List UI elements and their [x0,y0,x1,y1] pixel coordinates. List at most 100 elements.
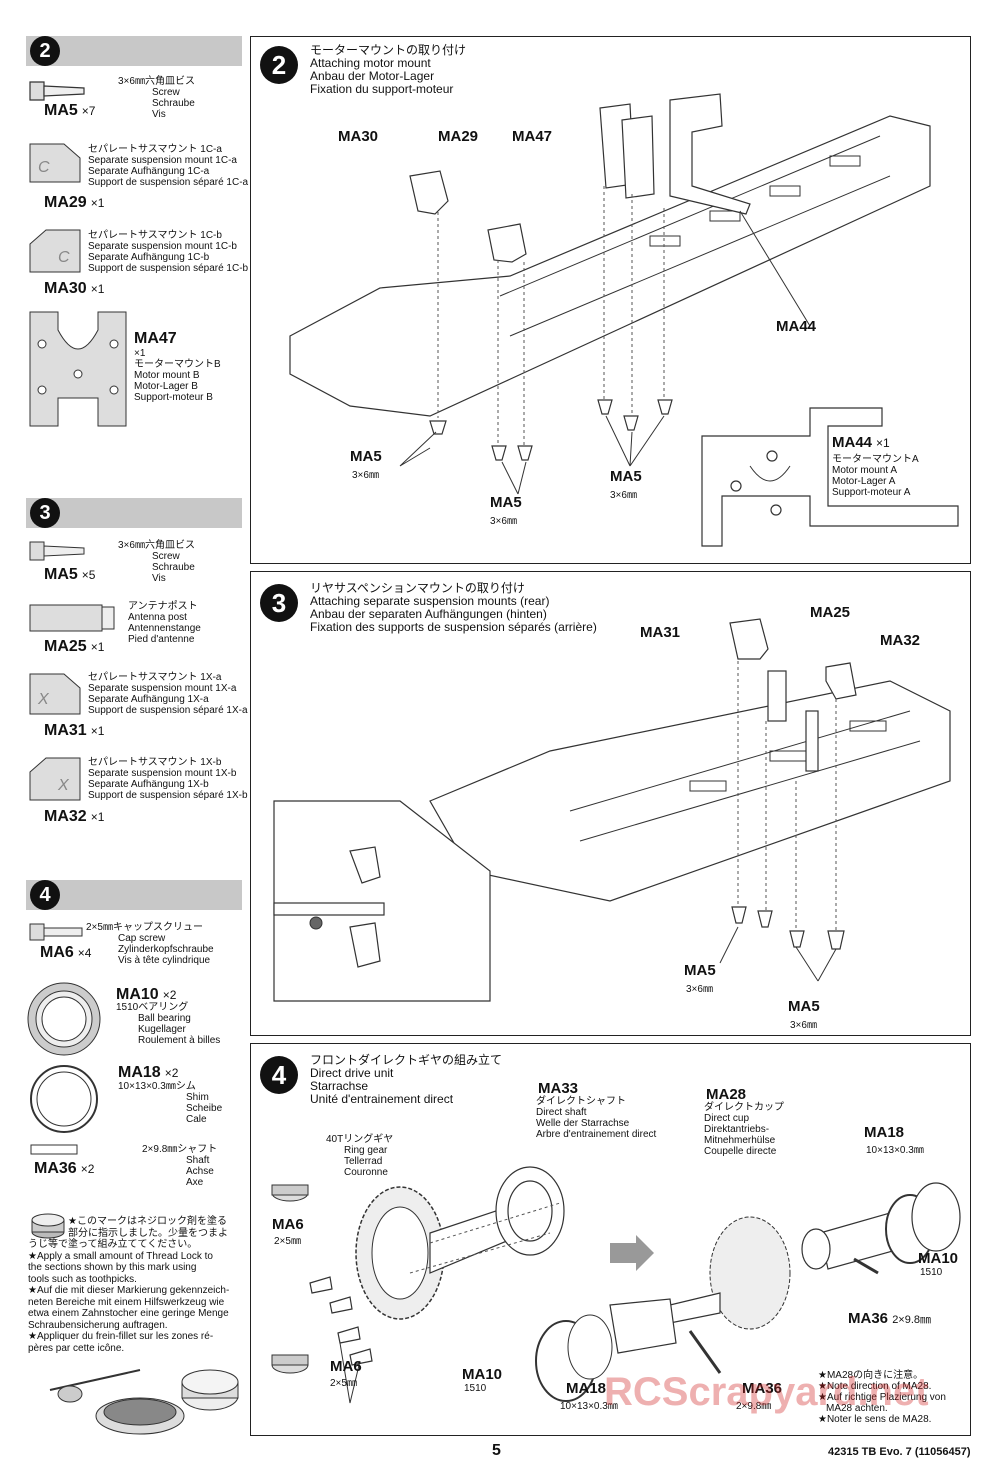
label-ma18-step4-bottom: MA18 [566,1380,607,1397]
applying-thread-lock-illustration [49,1369,239,1435]
label-ma36-step4-right: MA36 2×9.8㎜ [848,1310,932,1327]
part-code-ma25: MA25×1 [44,638,105,655]
section-2-header-bar [26,36,242,66]
size-ma5-c: 3×6㎜ [610,490,637,501]
step-3-number: 3 [260,584,298,622]
ma5-s3-description: 3×6㎜六角皿ビス Screw Schraube Vis [118,540,195,584]
thread-lock-note: ★このマークはネジロック剤を塗る 部分に指示しました。少量をつまよ うじ等で塗っ… [28,1216,230,1354]
antenna-post-icon [29,604,115,632]
svg-text:C: C [58,249,70,266]
ball-bearing-icon [27,982,101,1056]
size-ma6-top: 2×5㎜ [274,1236,301,1247]
watermark: RCScrapyard.net [604,1370,929,1414]
label-ma36-step4-bottom: MA36 [742,1380,783,1397]
part-code-ma30: MA30×1 [44,280,105,297]
label-ma10-step4-right: MA10 [918,1250,959,1267]
screw-icon [29,541,85,561]
page-number: 5 [492,1442,501,1459]
label-ma44: MA44 [776,318,817,335]
label-ma47: MA47 [512,128,553,145]
ma10-description: 1510ベアリング Ball bearing Kugellager Roulem… [116,1002,221,1046]
ma36-description: 2×9.8㎜シャフト Shaft Achse Axe [142,1144,218,1188]
svg-text:X: X [57,777,70,794]
section-4-number: 4 [30,880,60,910]
step-2-chassis-drawing [289,93,959,547]
svg-text:X: X [37,691,50,708]
section-3-header-bar [26,498,242,528]
suspension-mount-1c-b-icon: C [29,229,81,273]
thread-lock-icon [31,1213,65,1239]
part-code-ma5-s3: MA5×5 [44,566,96,583]
label-ma6-bottom: MA6 [330,1358,362,1375]
step-4-drive-unit-drawing [271,1166,961,1404]
size-ma18-step4-bottom: 10×13×0.3㎜ [560,1401,618,1412]
part-code-ma5: MA5×7 [44,102,96,119]
callout-ma44: MA44×1 [832,434,890,451]
label-ma5-b: MA5 [788,998,820,1015]
label-ma32: MA32 [880,632,921,649]
sub-ma10-step4-right: 1510 [920,1267,943,1278]
part-code-ma18: MA18×2 [118,1064,179,1081]
label-ma5-b: MA5 [490,494,522,511]
label-ma28: MA28 [706,1086,747,1103]
label-ma25: MA25 [810,604,851,621]
label-ma5-a: MA5 [350,448,382,465]
part-code-ma36: MA36×2 [34,1160,95,1177]
ma28-direction-note: ★MA28の向きに注意。★Note direction of MA28. ★Au… [818,1370,946,1425]
section-2-number: 2 [30,36,60,66]
document-code: 42315 TB Evo. 7 (11056457) [828,1446,971,1458]
motor-mount-b-icon [29,311,127,427]
part-code-ma32: MA32×1 [44,808,105,825]
label-ma5-c: MA5 [610,468,642,485]
suspension-mount-1c-a-icon: C [29,143,81,183]
step-4-number: 4 [260,1056,298,1094]
shim-icon [30,1065,98,1133]
part-code-ma10: MA10×2 [116,986,177,1003]
size-ma5-b: 3×6㎜ [490,516,517,527]
part-code-ma31: MA31×1 [44,722,105,739]
label-ma6-top: MA6 [272,1216,304,1233]
label-ma18-step4: MA18 [864,1124,905,1141]
section-3-number: 3 [30,498,60,528]
ma6-description: 2×5㎜キャップスクリュー Cap screw Zylinderkopfschr… [86,922,214,966]
svg-text:C: C [38,159,50,176]
ma18-description: 10×13×0.3㎜シム Shim Scheibe Cale [118,1081,223,1125]
step-3-chassis-drawing [273,618,951,1002]
part-code-ma47: MA47 [134,330,177,347]
ring-gear-description: 40Tリングギヤ Ring gear Tellerrad Couronne [326,1134,394,1178]
size-ma5-a: 3×6㎜ [352,470,379,481]
size-ma36-step4-bottom: 2×9.8㎜ [736,1401,772,1412]
size-ma5-a: 3×6㎜ [686,984,713,995]
shaft-icon [30,1144,78,1155]
label-ma29: MA29 [438,128,479,145]
step-2-number: 2 [260,46,298,84]
ma5-description: 3×6㎜六角皿ビス Screw Schraube Vis [118,76,195,120]
label-ma30: MA30 [338,128,379,145]
size-ma5-b: 3×6㎜ [790,1020,817,1031]
label-ma31: MA31 [640,624,681,641]
screw-icon [29,81,85,101]
part-code-ma6: MA6×4 [40,944,92,961]
section-4-header-bar [26,880,242,910]
suspension-mount-1x-a-icon: X [29,673,81,715]
label-ma33: MA33 [538,1080,579,1097]
size-ma18-step4: 10×13×0.3㎜ [866,1145,924,1156]
cap-screw-icon [29,923,83,941]
label-ma10-step4-left: MA10 [462,1366,503,1383]
size-ma6-bottom: 2×5㎜ [330,1378,357,1389]
sub-ma10-step4-left: 1510 [464,1383,487,1394]
label-ma5-a: MA5 [684,962,716,979]
suspension-mount-1x-b-icon: X [29,757,81,801]
